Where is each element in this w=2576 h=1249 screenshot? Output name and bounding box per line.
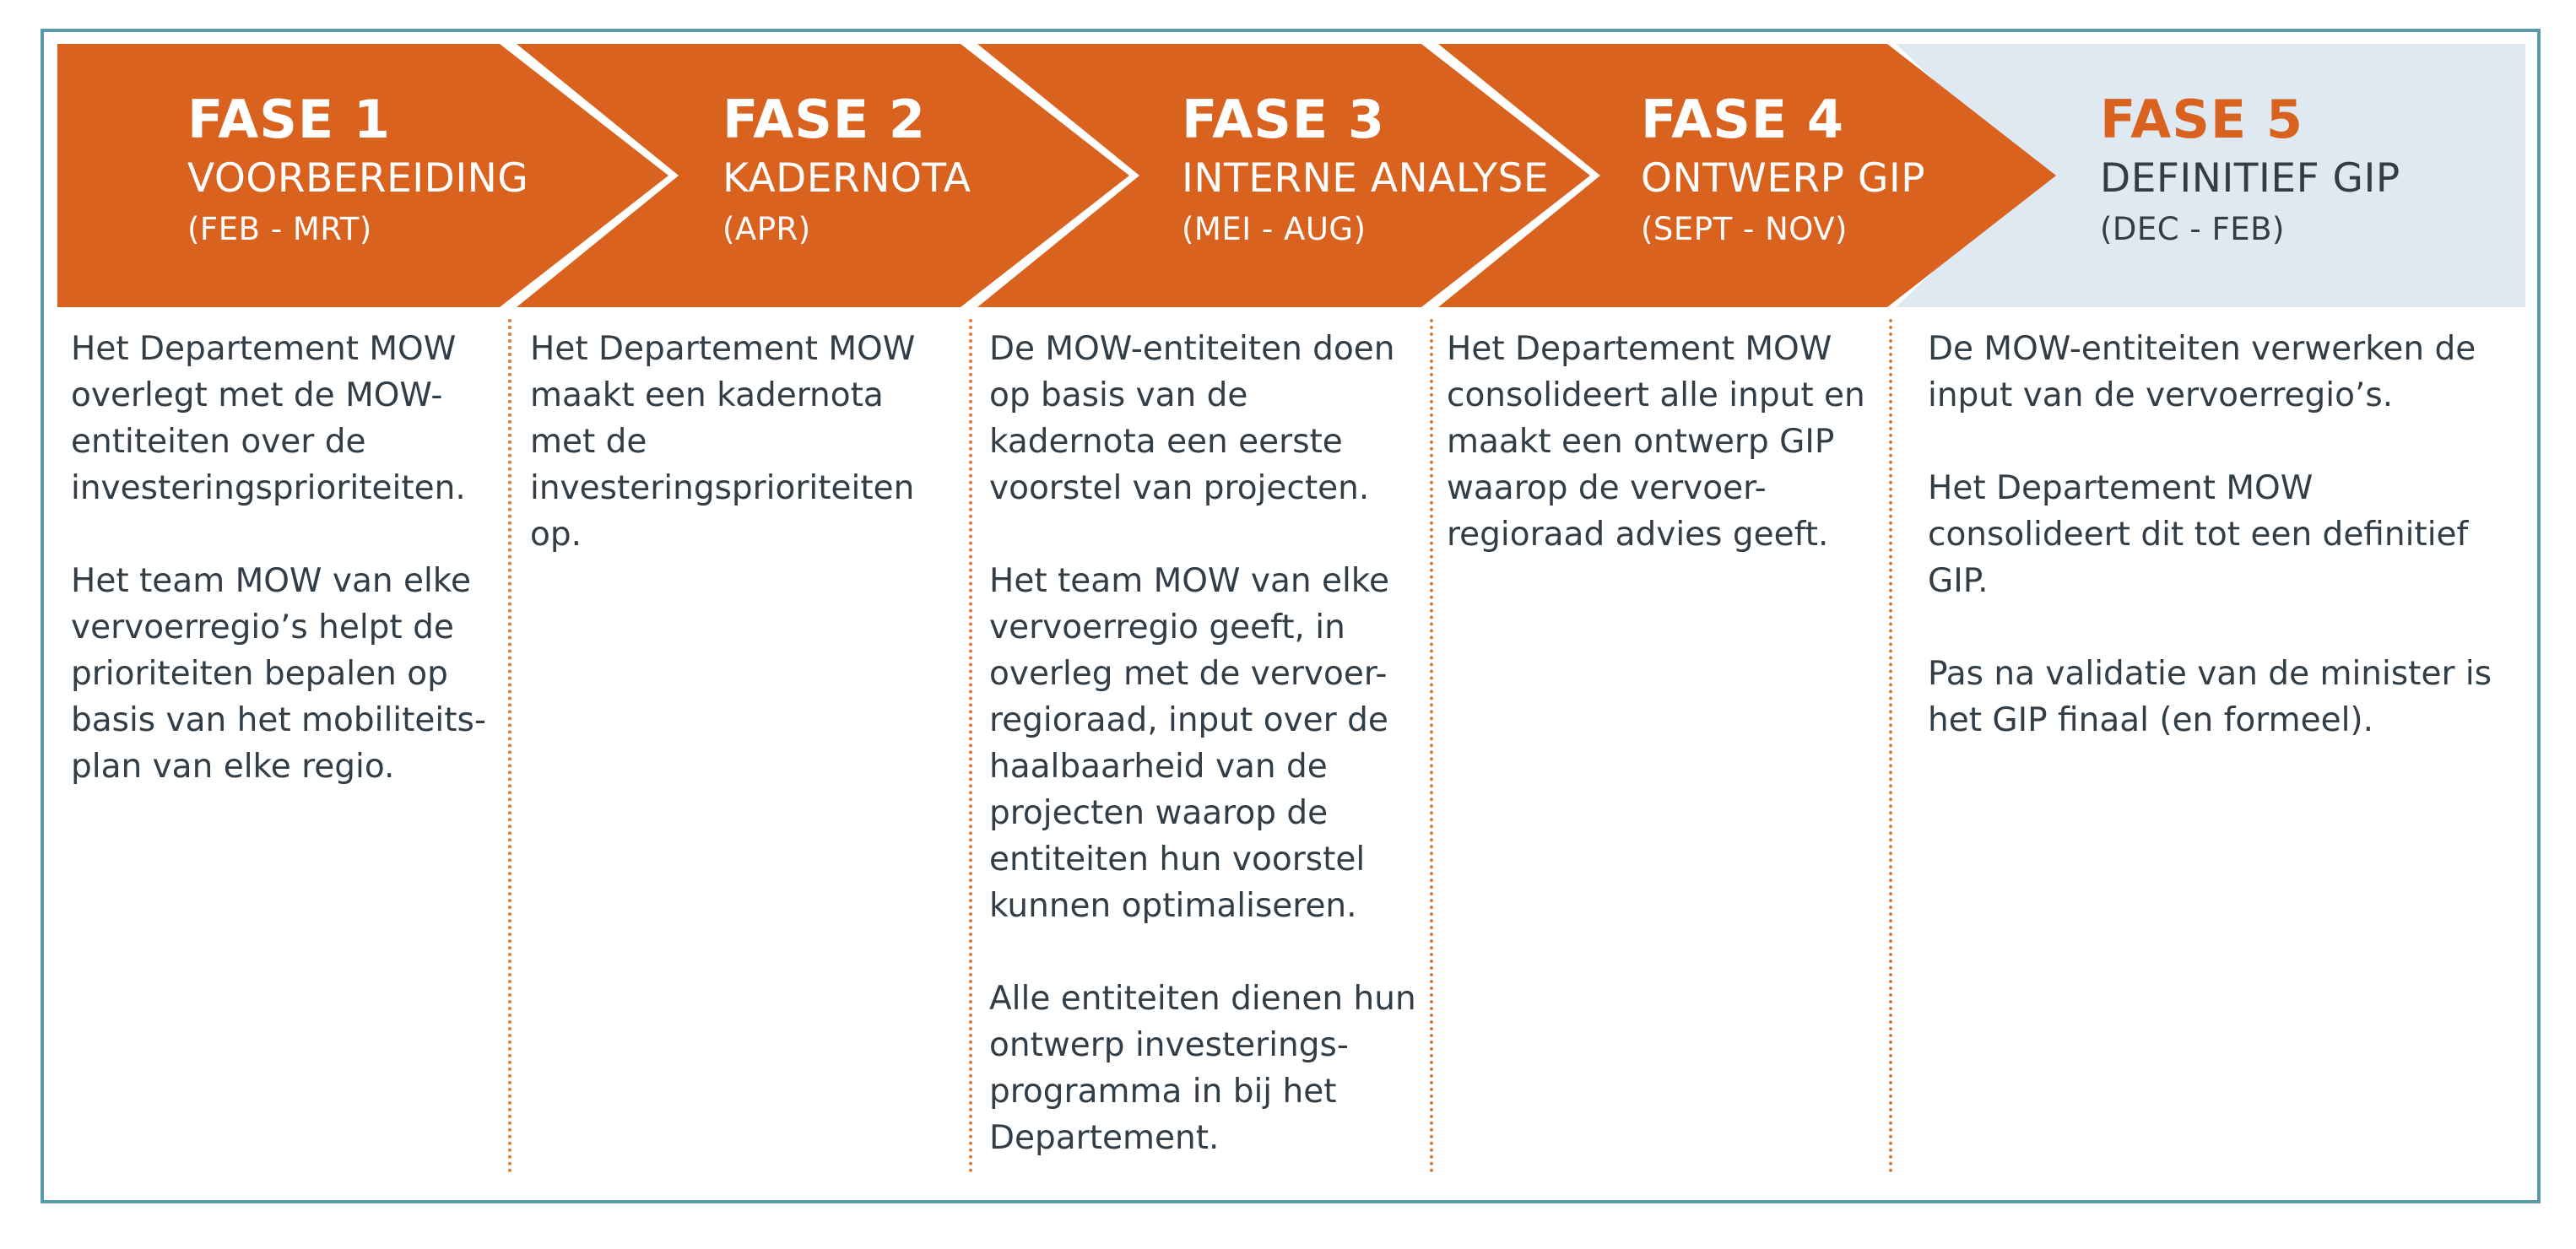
description-paragraph: Het Departement MOW overlegt met de MOW-… — [71, 330, 466, 507]
phase-header-4: FASE 4 ONTWERP GIP (SEPT - NOV) — [1641, 88, 1925, 253]
column-divider — [1430, 319, 1433, 1173]
phase-name: DEFINITIEF GIP — [2100, 155, 2400, 202]
phase-period: (APR) — [722, 211, 811, 247]
phase-description-4: Het Departement MOW consolideert alle in… — [1447, 326, 1881, 604]
chevron-fase-4 — [1438, 44, 2056, 307]
phase-description-2: Het Departement MOW maakt een kadernota … — [530, 326, 959, 604]
description-paragraph: Alle entiteiten dienen hun ontwerp inves… — [989, 980, 1416, 1157]
phase-name: INTERNE ANALYSE — [1182, 155, 1550, 202]
chevron-fase-3 — [977, 44, 1590, 307]
phase-number: FASE 5 — [2100, 89, 2303, 150]
description-paragraph: Het Departement MOW maakt een kadernota … — [530, 330, 916, 554]
description-paragraph: Het team MOW van elke vervoerregio geeft… — [989, 562, 1389, 925]
phase-header-1: FASE 1 VOORBEREIDING (FEB - MRT) — [187, 88, 528, 253]
phase-name: KADERNOTA — [722, 155, 971, 202]
phase-number: FASE 4 — [1641, 89, 1844, 150]
phase-period: (DEC - FEB) — [2100, 211, 2285, 247]
description-paragraph: De MOW-entiteiten doen op basis van de k… — [989, 330, 1395, 507]
phase-header-5: FASE 5 DEFINITIEF GIP (DEC - FEB) — [2100, 88, 2400, 253]
description-paragraph: Het Departement MOW consolideert dit tot… — [1928, 469, 2469, 600]
phase-header-2: FASE 2 KADERNOTA (APR) — [722, 88, 971, 253]
phase-name: ONTWERP GIP — [1641, 155, 1926, 202]
description-paragraph: Pas na validatie van de minister is het … — [1928, 655, 2492, 739]
chevron-fase-2 — [517, 44, 1129, 307]
phase-period: (SEPT - NOV) — [1641, 211, 1848, 247]
chevron-fase-5 — [1896, 44, 2525, 307]
phase-period: (MEI - AUG) — [1182, 211, 1366, 247]
phase-header-3: FASE 3 INTERNE ANALYSE (MEI - AUG) — [1182, 88, 1549, 253]
column-divider — [508, 319, 511, 1173]
chevron-fase-1 — [57, 44, 668, 307]
phase-period: (FEB - MRT) — [187, 211, 372, 247]
description-paragraph: Het team MOW van elke vervoerregio’s hel… — [71, 562, 486, 786]
diagram-frame — [41, 29, 2541, 1203]
phase-number: FASE 1 — [187, 89, 391, 150]
phase-description-3: De MOW-entiteiten doen op basis van de k… — [989, 326, 1421, 1208]
column-divider — [969, 319, 972, 1173]
phase-number: FASE 3 — [1182, 89, 1385, 150]
description-paragraph: Het Departement MOW consolideert alle in… — [1447, 330, 1865, 554]
phase-description-1: Het Departement MOW overlegt met de MOW-… — [71, 326, 493, 836]
column-divider — [1889, 319, 1892, 1173]
phase-name: VOORBEREIDING — [187, 155, 529, 202]
phase-description-5: De MOW-entiteiten verwerken de input van… — [1928, 326, 2524, 790]
description-paragraph: De MOW-entiteiten verwerken de input van… — [1928, 330, 2476, 414]
phase-number: FASE 2 — [722, 89, 926, 150]
